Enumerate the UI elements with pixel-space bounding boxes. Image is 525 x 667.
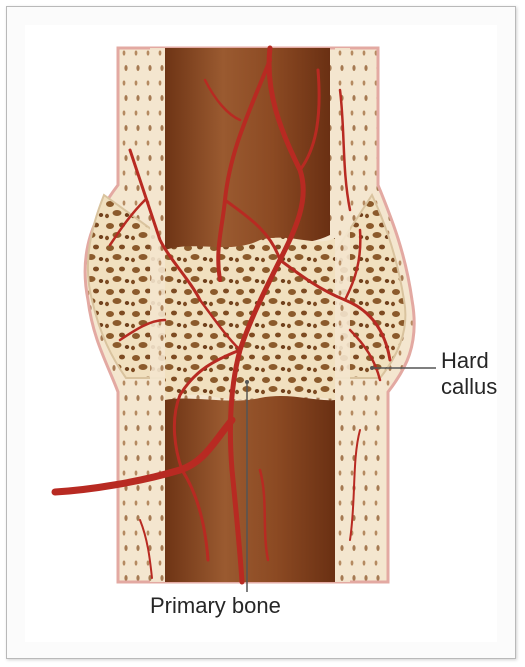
- cortical-wall-left: [150, 48, 165, 582]
- primary-bone-leader-dot: [245, 380, 249, 384]
- hard-callus-label: Hard callus: [441, 348, 497, 400]
- hard-callus-leader-dot: [370, 366, 374, 370]
- primary-bone-label: Primary bone: [150, 593, 281, 619]
- medullary-cavity-lower: [165, 396, 335, 582]
- hard-callus-label-line2: callus: [441, 374, 497, 400]
- hard-callus-label-line1: Hard: [441, 348, 489, 373]
- medullary-cavity-upper: [165, 48, 330, 251]
